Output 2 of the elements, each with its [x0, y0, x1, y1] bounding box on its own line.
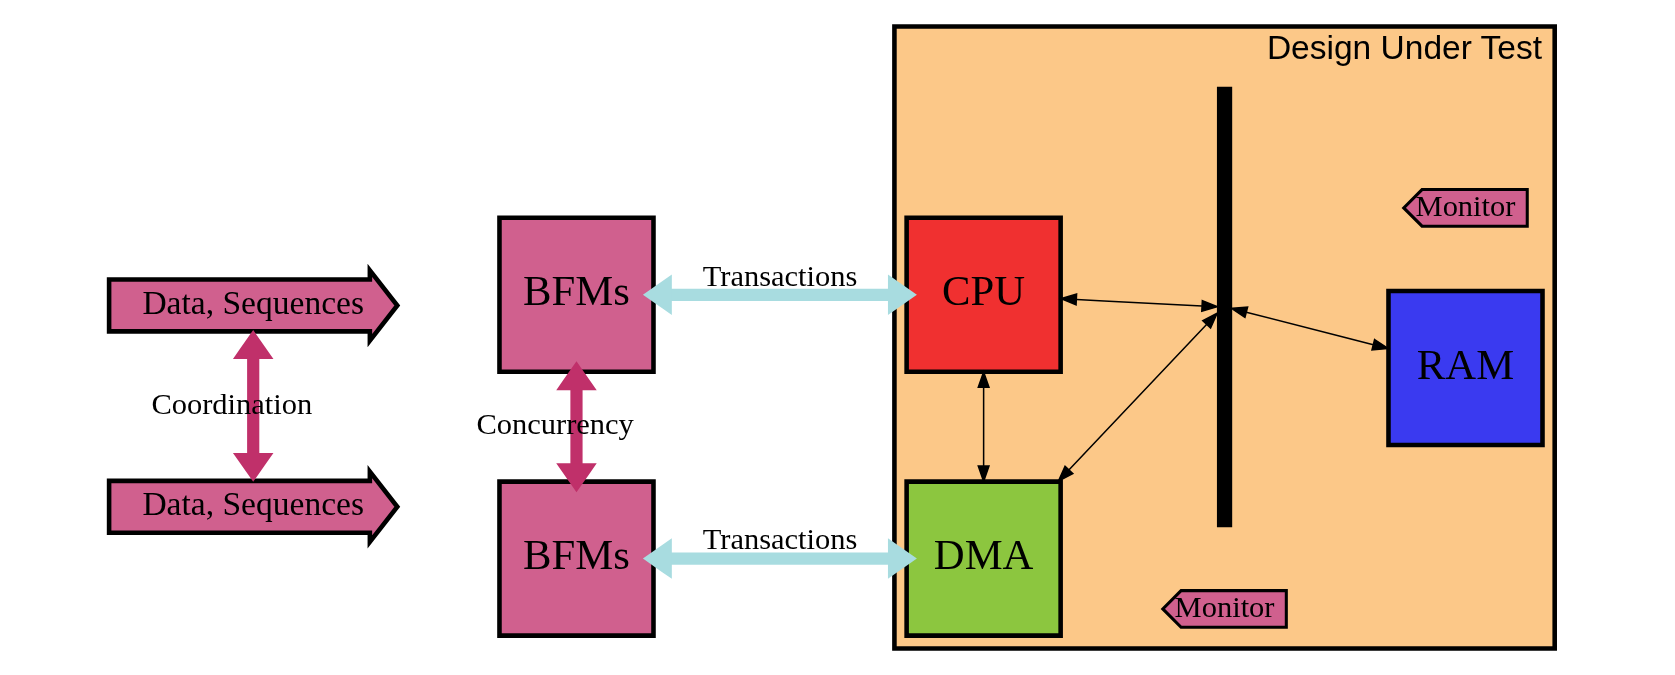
edge-label: Transactions: [702, 258, 857, 293]
edge-label: Transactions: [702, 522, 857, 557]
